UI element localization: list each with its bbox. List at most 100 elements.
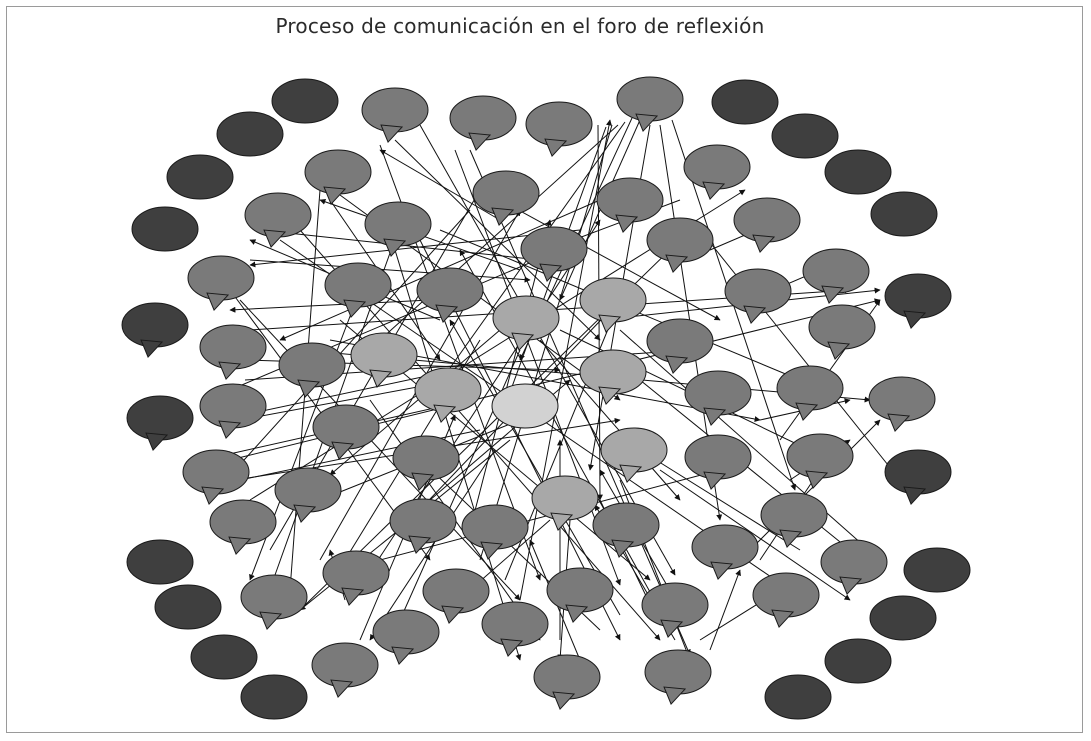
message-arrow [419, 124, 676, 576]
message-arrow [699, 229, 901, 481]
participant-balloon [312, 404, 380, 460]
participant-balloon [416, 267, 484, 323]
active-participant-balloon [579, 277, 647, 333]
silent-participant-balloon [824, 149, 892, 195]
active-participant-balloon [600, 427, 668, 483]
active-participant-balloon [492, 295, 560, 351]
message-arrow [234, 209, 471, 471]
silent-participant-balloon [824, 638, 892, 684]
participant-balloon [372, 609, 440, 665]
participant-balloon [592, 502, 660, 558]
participant-balloon [187, 255, 255, 311]
message-arrow [249, 259, 531, 283]
participant-balloon [752, 572, 820, 628]
message-arrow [659, 469, 851, 601]
participant-balloon [733, 197, 801, 253]
participant-balloon [361, 87, 429, 143]
silent-participant-balloon [216, 111, 284, 157]
silent-participant-balloon [154, 584, 222, 630]
silent-participant-balloon [240, 674, 308, 720]
participant-balloon [786, 433, 854, 489]
participant-balloon [324, 262, 392, 318]
active-participant-balloon [350, 332, 418, 388]
participant-balloon [520, 226, 588, 282]
message-arrow [379, 124, 619, 341]
silent-participant-balloon [764, 674, 832, 720]
message-arrow [369, 449, 496, 641]
silent-participant-balloon [126, 395, 194, 451]
silent-participant-balloon [121, 302, 189, 358]
participant-balloon [525, 101, 593, 157]
central-participant-balloon [491, 383, 559, 429]
participant-balloon [646, 318, 714, 374]
participant-balloon [199, 324, 267, 380]
participant-balloon [311, 642, 379, 698]
participant-balloon [684, 370, 752, 426]
silent-participant-balloon [126, 539, 194, 585]
participant-balloon [802, 248, 870, 304]
silent-participant-balloon [190, 634, 258, 680]
message-arrow [379, 149, 501, 221]
participant-balloon [209, 499, 277, 555]
participant-balloon [684, 434, 752, 490]
participant-balloon [389, 498, 457, 554]
participant-balloon [644, 649, 712, 705]
message-arrow [573, 124, 613, 251]
participant-balloon [244, 192, 312, 248]
silent-participant-balloon [903, 547, 971, 593]
silent-participant-balloon [884, 273, 952, 329]
participant-balloon [641, 582, 709, 638]
message-arrow [249, 229, 581, 268]
diagram-title: Proceso de comunicación en el foro de re… [275, 14, 765, 38]
participant-balloon [322, 550, 390, 606]
participant-balloon [240, 574, 308, 630]
silent-participant-balloon [271, 78, 339, 124]
silent-participant-balloon [166, 154, 234, 200]
silent-participant-balloon [131, 206, 199, 252]
silent-participant-balloon [869, 595, 937, 641]
participant-balloon [646, 217, 714, 273]
active-participant-balloon [531, 475, 599, 531]
silent-participant-balloon [870, 191, 938, 237]
participant-balloon [461, 504, 529, 560]
silent-participant-balloon [884, 449, 952, 505]
message-arrow [539, 339, 681, 501]
message-arrow [394, 139, 601, 341]
message-arrow [229, 299, 431, 313]
participant-balloon [760, 492, 828, 548]
participant-balloon [278, 342, 346, 398]
message-arrow [499, 199, 721, 321]
participant-balloon [820, 539, 888, 595]
participant-balloon [304, 149, 372, 205]
participant-balloon [481, 601, 549, 657]
participant-balloon [776, 365, 844, 421]
active-participant-balloon [579, 349, 647, 405]
participant-balloon [868, 376, 936, 432]
participant-balloon [533, 654, 601, 710]
silent-participant-balloon [771, 113, 839, 159]
participant-balloon [182, 449, 250, 505]
message-arrow [459, 249, 661, 611]
participant-balloon [422, 568, 490, 624]
participant-balloon [472, 170, 540, 226]
participant-balloon [364, 201, 432, 257]
participant-balloon [449, 95, 517, 151]
silent-participant-balloon [711, 79, 779, 125]
message-arrow [239, 299, 521, 601]
participant-balloon [808, 304, 876, 360]
message-arrow [454, 149, 621, 586]
message-arrow [709, 569, 741, 651]
participant-balloon [274, 467, 342, 523]
participant-balloon [392, 435, 460, 491]
message-arrow [639, 449, 801, 551]
participant-balloons [121, 76, 971, 720]
participant-balloon [724, 268, 792, 324]
participant-balloon [691, 524, 759, 580]
message-arrow [469, 219, 552, 531]
active-participant-balloon [414, 367, 482, 423]
participant-balloon [596, 177, 664, 233]
message-arrow [449, 319, 621, 616]
participant-balloon [616, 76, 684, 132]
participant-balloon [199, 383, 267, 439]
